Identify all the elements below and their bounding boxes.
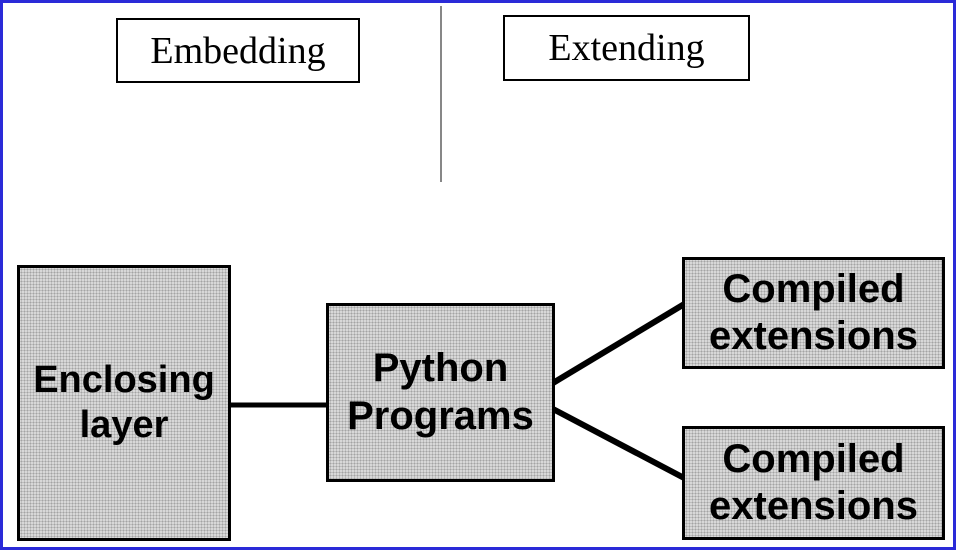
embedding-label: Embedding bbox=[150, 29, 326, 72]
python-programs-node: Python Programs bbox=[326, 303, 555, 482]
compiled-extensions-bottom-node: Compiled extensions bbox=[682, 426, 945, 540]
section-divider-line bbox=[440, 6, 442, 182]
extending-label: Extending bbox=[548, 27, 705, 69]
embedding-label-box: Embedding bbox=[116, 18, 360, 83]
compiled-extensions-top-label: Compiled extensions bbox=[709, 266, 918, 358]
connector-python-to-extensions-top bbox=[551, 300, 688, 386]
compiled-extensions-bottom-label: Compiled extensions bbox=[709, 436, 918, 528]
enclosing-layer-label: Enclosing layer bbox=[33, 359, 215, 446]
enclosing-layer-node: Enclosing layer bbox=[17, 265, 231, 541]
python-programs-label: Python Programs bbox=[347, 346, 534, 438]
extending-label-box: Extending bbox=[503, 15, 750, 81]
connector-python-to-extensions-bottom bbox=[551, 406, 688, 482]
compiled-extensions-top-node: Compiled extensions bbox=[682, 257, 945, 369]
